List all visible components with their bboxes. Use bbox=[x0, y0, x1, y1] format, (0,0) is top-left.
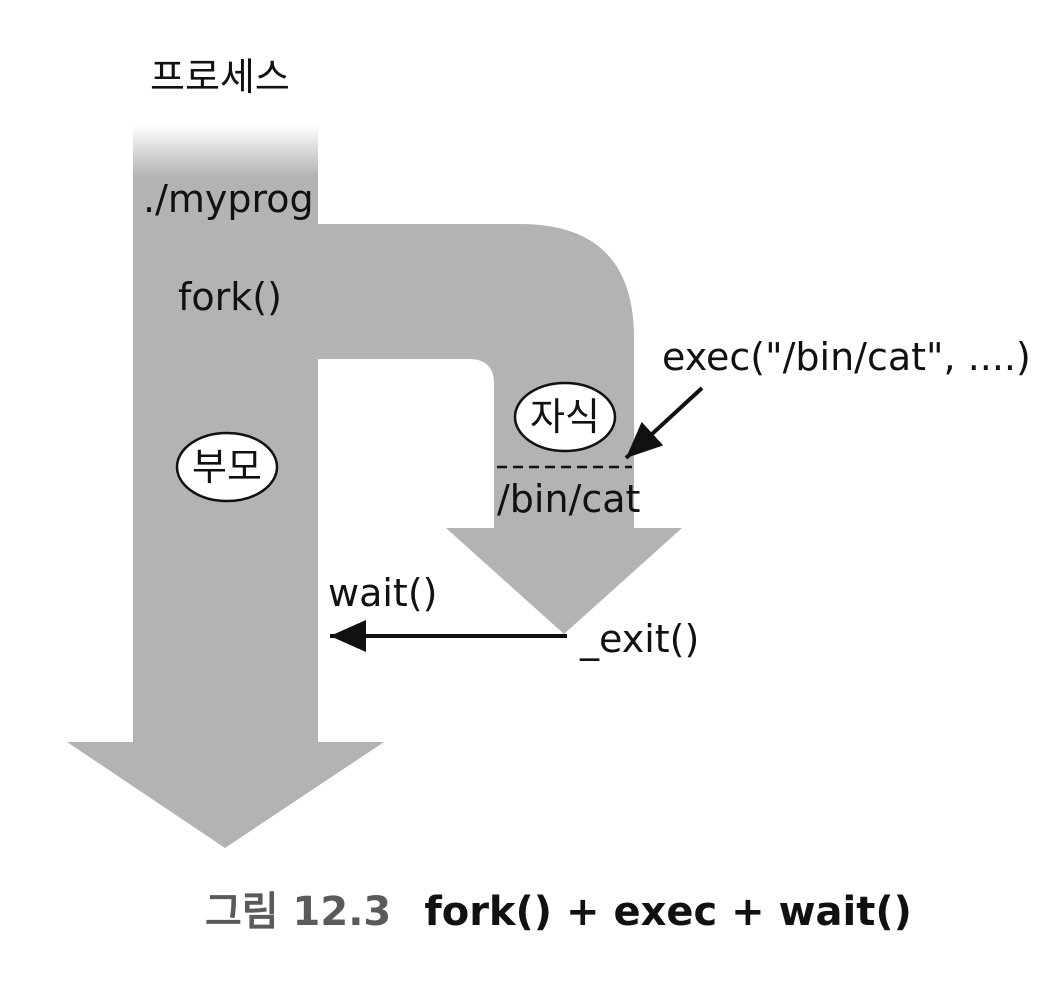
figure-number: 그림 12.3 bbox=[205, 889, 391, 935]
exec-arrow bbox=[624, 386, 704, 460]
parent-band-fade bbox=[133, 125, 318, 177]
parent-badge: 부모 bbox=[175, 431, 279, 503]
start-label: ./myprog bbox=[143, 177, 314, 221]
process-label: 프로세스 bbox=[150, 55, 290, 99]
figure-caption: 그림 12.3 fork() + exec + wait() bbox=[205, 889, 912, 935]
child-arrow-head bbox=[446, 528, 682, 634]
child-program-label: /bin/cat bbox=[497, 477, 640, 521]
parent-label: 부모 bbox=[192, 445, 262, 489]
fork-label: fork() bbox=[178, 275, 282, 319]
child-label: 자식 bbox=[530, 395, 600, 439]
figure-title: fork() + exec + wait() bbox=[424, 889, 912, 935]
wait-label: wait() bbox=[328, 571, 437, 615]
exit-label: _exit() bbox=[579, 617, 699, 661]
child-badge: 자식 bbox=[513, 381, 617, 453]
child-process-band bbox=[318, 224, 634, 530]
exec-label: exec("/bin/cat", ....) bbox=[662, 335, 1031, 379]
parent-arrow-head bbox=[67, 742, 384, 848]
